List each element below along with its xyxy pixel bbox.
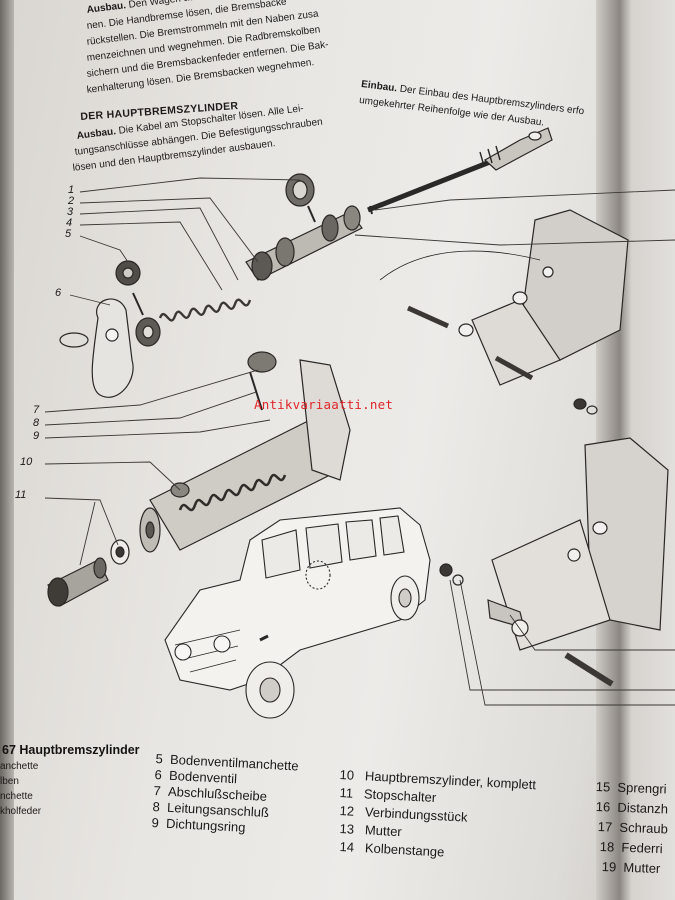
push-rod-14 — [367, 127, 553, 215]
callout-8: 8 — [33, 417, 40, 429]
caption-item: 16 Distanzh — [595, 799, 669, 817]
watermark-text: Antikvariaatti.net — [254, 397, 394, 412]
caption-item: 15 Sprengri — [595, 779, 667, 797]
callout-11: 11 — [15, 489, 27, 501]
stop-switch-11 — [47, 557, 109, 607]
callout-9: 9 — [33, 430, 40, 442]
caption-fragment: nchette — [0, 791, 33, 802]
renault-4-car-drawing — [164, 507, 431, 719]
caption-item: 17 Schraub — [597, 819, 669, 837]
caption-item: 13 Mutter — [339, 821, 403, 840]
caption-fragment: kholfeder — [0, 806, 42, 817]
pedal-bracket-upper — [379, 209, 629, 415]
callout-1: 1 — [68, 184, 75, 196]
caption-item: 18 Federri — [599, 839, 663, 857]
caption-fragment: lben — [0, 776, 19, 787]
page-left-edge — [0, 0, 14, 900]
leader-lines — [44, 177, 675, 706]
pedal-bracket-lower — [439, 437, 669, 687]
figure-caption-title: 67 Hauptbremszylinder — [2, 743, 140, 757]
callout-6: 6 — [55, 287, 62, 299]
callout-10: 10 — [20, 456, 33, 468]
callout-5: 5 — [65, 228, 72, 240]
caption-item: 19 Mutter — [601, 859, 661, 877]
callout-3: 3 — [67, 206, 74, 218]
master-cylinder-10 — [110, 351, 351, 565]
callout-4: 4 — [66, 217, 73, 229]
piston-assembly — [115, 173, 363, 347]
callout-7: 7 — [33, 404, 40, 416]
caption-fragment: anchette — [0, 761, 39, 772]
housing-flange-6 — [59, 298, 134, 398]
callout-2: 2 — [68, 195, 75, 207]
